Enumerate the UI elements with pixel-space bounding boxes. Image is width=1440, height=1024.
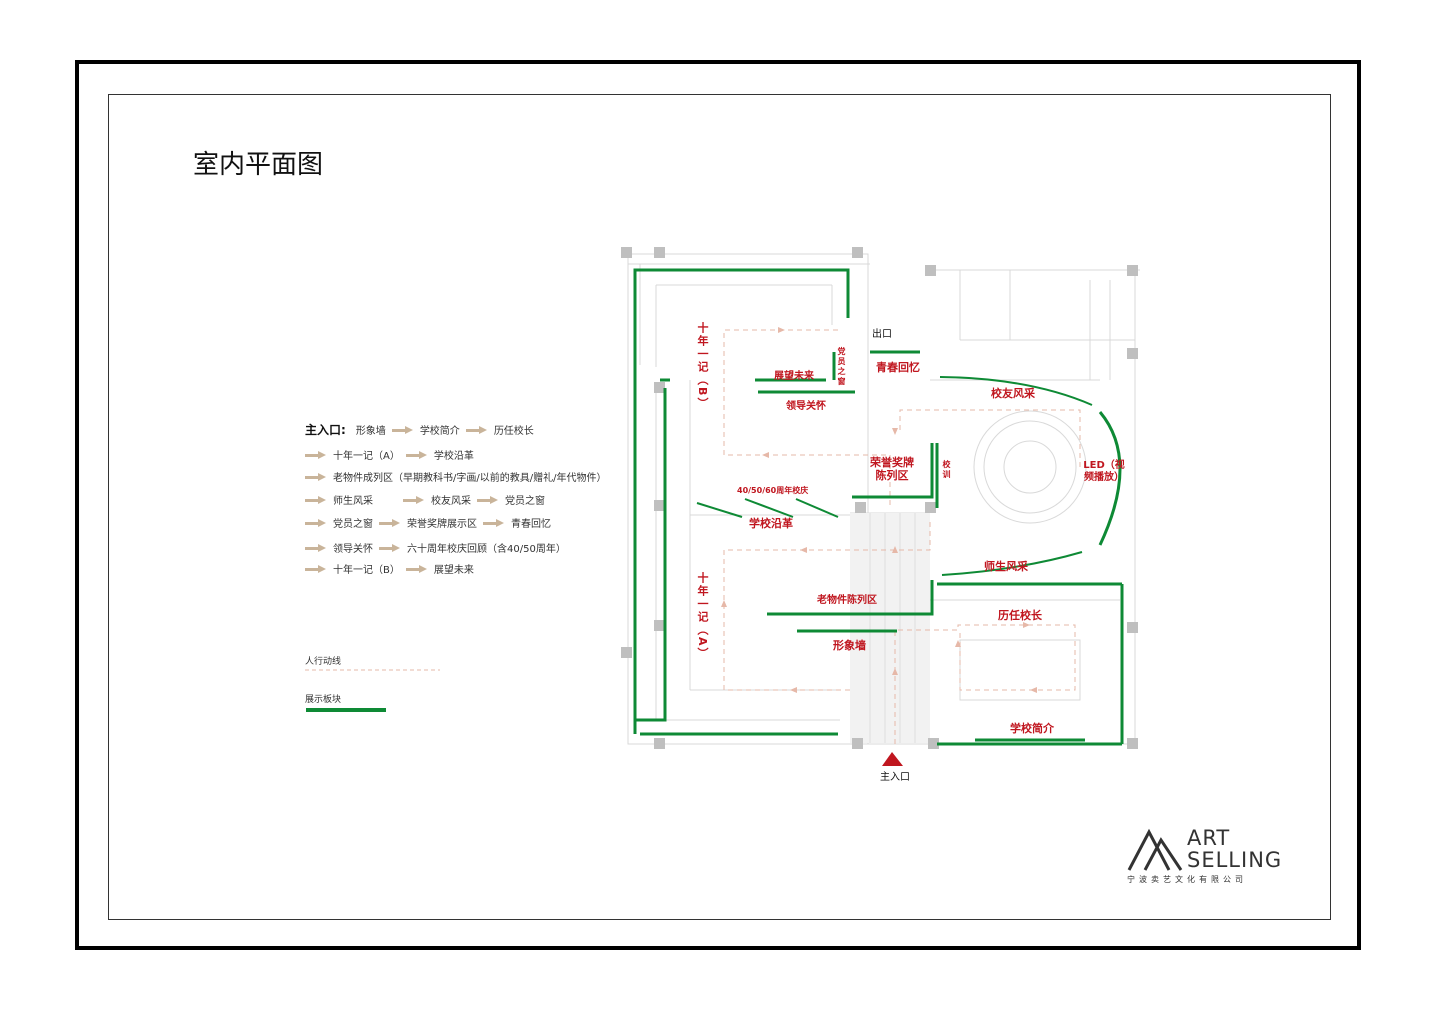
label-decade-b: 十年一记（B） <box>696 322 709 411</box>
visitor-flow-path <box>723 329 1081 744</box>
inner-frame <box>108 94 1331 920</box>
label-alumni: 校友风采 <box>991 387 1035 400</box>
legend-item: 十年一记（A） <box>333 451 400 462</box>
legend-item: 党员之窗 <box>333 519 373 530</box>
label-party: 党员之窗 <box>837 347 846 387</box>
label-old-items: 老物件陈列区 <box>817 595 877 606</box>
arrow-icon <box>305 495 327 504</box>
legend-item: 校友风采 <box>431 496 471 507</box>
legend-item: 老物件成列区（早期教科书/字画/以前的教具/赠礼/年代物件） <box>333 473 607 484</box>
legend-item: 展望未来 <box>433 565 474 576</box>
legend-item: 形象墙 <box>355 426 386 437</box>
arrow-icon <box>483 518 505 527</box>
label-youth: 青春回忆 <box>876 361 920 374</box>
legend-row-7: 十年一记（B） 展望未来 <box>305 561 474 576</box>
arrow-icon <box>405 450 428 459</box>
legend-row-6: 领导关怀 六十周年校庆回顾（含40/50周年） <box>305 540 566 555</box>
legend-item: 师生风采 <box>333 496 373 507</box>
label-led: LED（视频播放） <box>1083 460 1125 483</box>
alumni-arc-panels <box>939 376 1093 576</box>
arrow-icon <box>379 543 401 552</box>
logo-line-1: ART <box>1187 826 1231 850</box>
legend-row-5: 党员之窗 荣誉奖牌展示区 青春回忆 <box>305 515 551 530</box>
logo-line-2: SELLING <box>1187 848 1283 872</box>
display-block-sample <box>306 708 386 712</box>
label-leaders: 领导关怀 <box>786 401 826 412</box>
label-intro: 学校简介 <box>1010 722 1054 735</box>
display-block-label: 展示板块 <box>305 695 342 705</box>
label-teachers: 师生风采 <box>984 560 1028 573</box>
page-title: 室内平面图 <box>193 150 324 180</box>
arrow-icon <box>391 425 414 434</box>
flow-line-sample <box>305 669 440 671</box>
arrow-icon <box>305 564 327 573</box>
arrow-icon <box>305 450 327 459</box>
legend-item: 党员之窗 <box>505 496 545 507</box>
label-motto: 校训 <box>942 460 951 480</box>
legend-item: 青春回忆 <box>511 519 551 530</box>
legend-item: 六十周年校庆回顾（含40/50周年） <box>407 544 566 555</box>
company-logo: ART SELLING 宁波卖艺文化有限公司 <box>1125 826 1281 886</box>
label-history: 学校沿革 <box>749 517 793 530</box>
arrow-icon <box>305 518 327 527</box>
entry-triangle-icon <box>882 752 903 766</box>
arrow-icon <box>477 495 499 504</box>
arrow-icon <box>405 564 428 573</box>
label-anniversary: 40/50/60周年校庆 <box>737 486 809 495</box>
anniversary-panels <box>696 498 839 518</box>
outer-frame <box>75 60 1361 950</box>
legend-item: 学校简介 <box>419 426 460 437</box>
legend-row-2: 十年一记（A） 学校沿革 <box>305 447 474 462</box>
legend-row-3: 老物件成列区（早期教科书/字画/以前的教具/赠礼/年代物件） <box>305 469 606 484</box>
central-corridor <box>850 513 930 743</box>
flow-arrows <box>721 327 1037 693</box>
flow-line-label: 人行动线 <box>305 657 342 667</box>
arrow-icon <box>305 543 327 552</box>
legend-row-4: 师生风采 校友风采 党员之窗 <box>305 492 545 507</box>
legend-item: 荣誉奖牌展示区 <box>407 519 477 530</box>
corridor-lines <box>869 513 916 743</box>
columns <box>621 247 1138 749</box>
legend-item: 学校沿革 <box>433 451 474 462</box>
legend-main-entry: 主入口: <box>305 423 346 437</box>
display-walls <box>633 268 1124 746</box>
logo-company: 宁波卖艺文化有限公司 <box>1127 875 1247 884</box>
legend-item: 十年一记（B） <box>333 565 400 576</box>
label-decade-a: 十年一记（A） <box>696 572 709 661</box>
exit-label: 出口 <box>872 329 892 340</box>
label-principals: 历任校长 <box>998 609 1042 622</box>
main-entry-label: 主入口 <box>880 772 910 783</box>
label-image-wall: 形象墙 <box>833 639 866 652</box>
arrow-icon <box>305 472 327 481</box>
label-future: 展望未来 <box>774 371 814 382</box>
arrow-icon <box>465 425 488 434</box>
legend-item: 历任校长 <box>493 426 534 437</box>
legend-row-1: 主入口: 形象墙 学校简介 历任校长 <box>305 421 534 438</box>
legend-item: 领导关怀 <box>333 544 373 555</box>
label-honors: 荣誉奖牌陈列区 <box>870 456 914 482</box>
arrow-icon <box>403 495 425 504</box>
logo-mark-icon <box>1127 828 1183 871</box>
arrow-icon <box>379 518 401 527</box>
